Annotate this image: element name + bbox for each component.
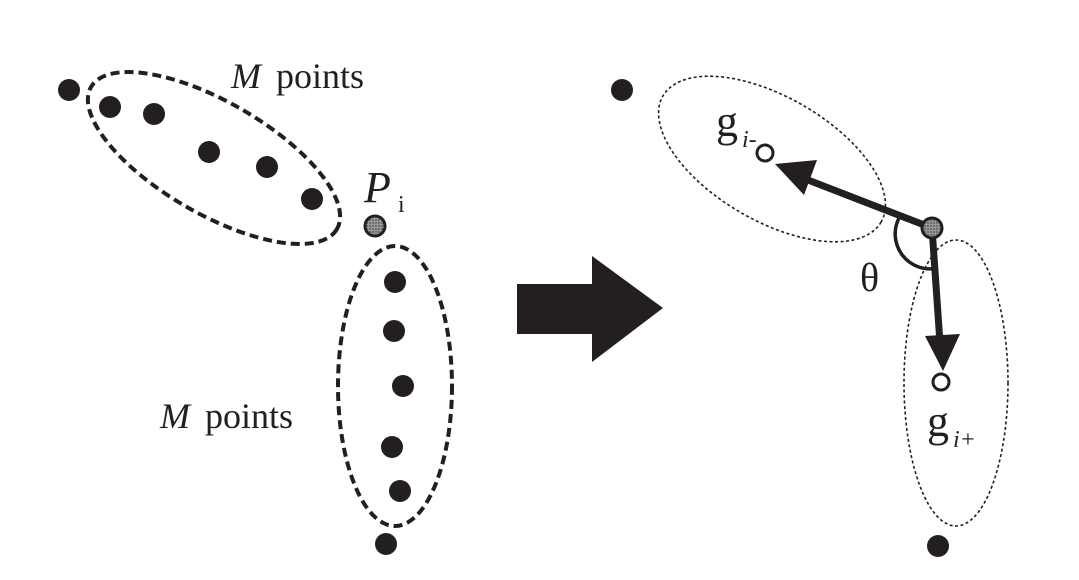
upper-group-label-var: M: [230, 56, 263, 96]
group-point: [383, 320, 405, 342]
lower-group-label-text: points: [205, 396, 293, 436]
upper-group-ellipse: [85, 70, 343, 246]
centroid-minus-label-sub: i-: [742, 127, 757, 153]
outer-point: [58, 79, 80, 101]
right-panel: g i- g i+ θ: [611, 75, 1009, 557]
center-point-label: P: [363, 163, 391, 212]
centroid-plus-label-sub: i+: [953, 427, 976, 453]
lower-group-ellipse: [336, 244, 454, 528]
transform-arrow: [517, 256, 663, 362]
vector-to-g-minus-head: [775, 160, 817, 195]
lower-group-ellipse-thin: [903, 239, 1009, 527]
centroid-minus-marker: [755, 143, 775, 163]
vector-to-g-minus: [806, 176, 934, 232]
outer-point: [611, 79, 633, 101]
upper-group-label: M points: [230, 56, 364, 96]
upper-group-ellipse-thin: [657, 75, 887, 243]
group-point: [384, 271, 406, 293]
group-point: [381, 436, 403, 458]
group-point: [389, 480, 411, 502]
group-point: [301, 188, 323, 210]
left-panel: M points M points P i: [58, 56, 454, 555]
group-point: [256, 156, 278, 178]
lower-group-label: M points: [159, 396, 293, 436]
center-point-label-sub: i: [398, 192, 405, 218]
centroid-plus-marker: [931, 372, 951, 392]
centroid-minus-label: g: [716, 97, 738, 146]
group-point: [99, 96, 121, 118]
angle-label: θ: [860, 255, 879, 300]
center-point: [363, 214, 387, 238]
outer-point: [375, 533, 397, 555]
vector-to-g-plus: [928, 227, 944, 344]
angle-arc: [893, 217, 939, 271]
group-point: [198, 141, 220, 163]
upper-group-label-text: points: [276, 56, 364, 96]
vector-to-g-plus-head: [925, 334, 960, 371]
outer-point: [927, 535, 949, 557]
centroid-plus-label: g: [927, 397, 949, 446]
center-point: [920, 216, 944, 240]
group-point: [392, 375, 414, 397]
lower-group-label-var: M: [159, 396, 192, 436]
group-point: [143, 103, 165, 125]
